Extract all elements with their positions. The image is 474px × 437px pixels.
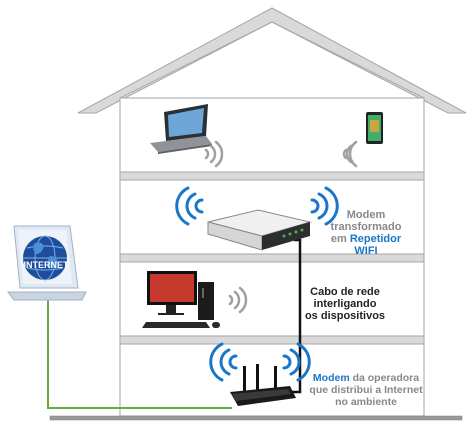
repeater-label-highlight: Repetidor [349,233,402,245]
wifi-icon [209,342,238,382]
internet-cable [47,300,232,409]
wifi-icon [282,342,311,382]
router-icon [230,364,296,406]
wifi-icon [228,286,248,314]
globe-laptop-icon [7,225,87,301]
internet-label-text: INTERNET [23,260,69,270]
router-label-line3: no ambiente [335,396,397,408]
router-label-line1: Modem da operadora [305,372,427,384]
repeater-label: Modem transformado em Repetidor WIFI [324,209,408,257]
ground [49,415,463,421]
cable-label-line1: Cabo de rede [310,286,380,298]
cable-label-line2: interligando [313,298,377,310]
wifi-icon [342,140,358,168]
house-roof [77,7,467,114]
wifi-icon [175,186,204,226]
desktop-pc-icon [142,271,220,328]
router-label-line1-rest: da operadora [349,372,420,384]
wifi-icon [310,186,339,226]
cable-label-line3: os dispositivos [304,310,386,322]
internet-label: INTERNET [10,259,82,271]
repeater-label-line1: Modem [346,209,386,221]
laptop-icon [150,104,212,154]
repeater-label-line3: em Repetidor [324,233,408,245]
modem-repeater-icon [207,209,312,251]
cable-label: Cabo de rede interligando os dispositivo… [300,286,390,322]
repeater-label-line3-prefix: em [330,233,350,245]
router-label-line2: que distribui a Internet [309,384,423,396]
router-label-highlight: Modem [312,372,350,384]
repeater-label-line2: transformado [330,221,402,233]
wifi-icon [204,140,224,168]
repeater-label-line4: WIFI [354,245,378,257]
lan-cable [292,238,302,394]
smartphone-icon [366,112,383,144]
router-label: Modem da operadora que distribui a Inter… [305,372,427,408]
